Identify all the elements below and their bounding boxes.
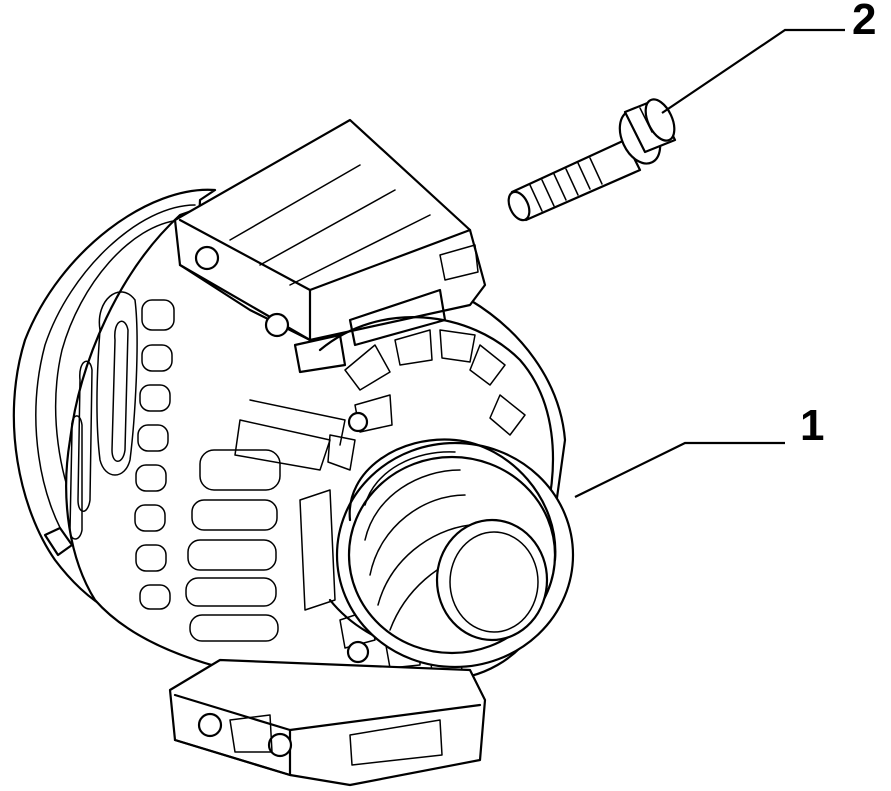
terminal-stud (43, 526, 74, 557)
callout-2: 2 (852, 0, 876, 44)
cooling-slots-left (69, 291, 138, 540)
cooling-slots-middle (134, 299, 175, 610)
bolt-drawing (507, 98, 677, 222)
top-mounting-bracket (173, 118, 487, 374)
cooling-slots-right (185, 399, 346, 642)
leader-line-1 (574, 441, 785, 498)
bottom-mounting-bracket (168, 658, 487, 787)
pulley (335, 438, 575, 669)
alternator-drawing (12, 118, 575, 787)
leader-line-2 (661, 28, 845, 114)
callout-1: 1 (800, 401, 824, 450)
